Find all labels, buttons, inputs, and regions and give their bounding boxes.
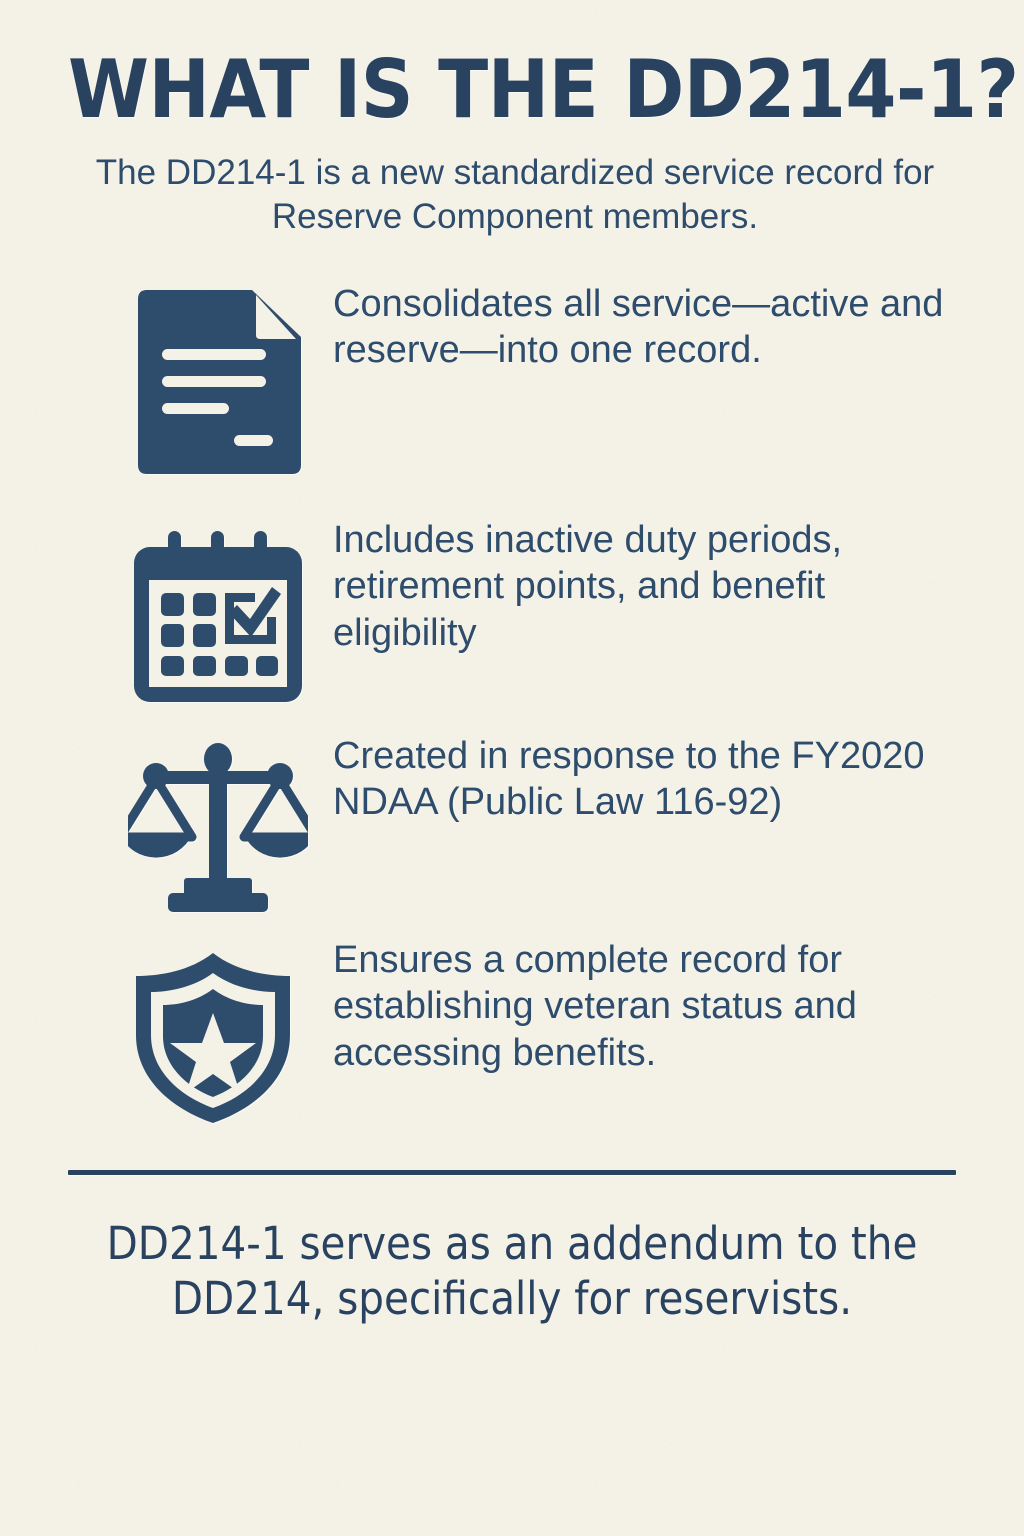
feature-item: Consolidates all service—active and rese…: [128, 279, 966, 477]
calendar-check-icon: [128, 515, 333, 709]
document-icon: [128, 279, 333, 477]
page-title: WHAT IS THE DD214-1?: [68, 43, 1019, 136]
page-subtitle: The DD214-1 is a new standardized servic…: [95, 152, 935, 236]
feature-item: Ensures a complete record for establishi…: [128, 935, 966, 1126]
shield-star-icon: [128, 935, 333, 1126]
feature-text: Created in response to the FY2020 NDAA (…: [333, 734, 925, 824]
feature-text: Consolidates all service—active and rese…: [333, 282, 944, 372]
balance-scale-icon: [128, 731, 333, 915]
feature-text: Ensures a complete record for establishi…: [333, 938, 857, 1074]
feature-item: Includes inactive duty periods, retireme…: [128, 515, 966, 709]
feature-list: Consolidates all service—active and rese…: [0, 279, 1024, 1126]
horizontal-divider: [68, 1169, 956, 1175]
feature-text: Includes inactive duty periods, retireme…: [333, 518, 843, 654]
header-section: WHAT IS THE DD214-1? The DD214-1 is a ne…: [0, 0, 1024, 239]
footer-text: DD214-1 serves as an addendum to the DD2…: [106, 1216, 918, 1325]
divider-container: [0, 1169, 1024, 1175]
feature-item: Created in response to the FY2020 NDAA (…: [128, 731, 966, 915]
